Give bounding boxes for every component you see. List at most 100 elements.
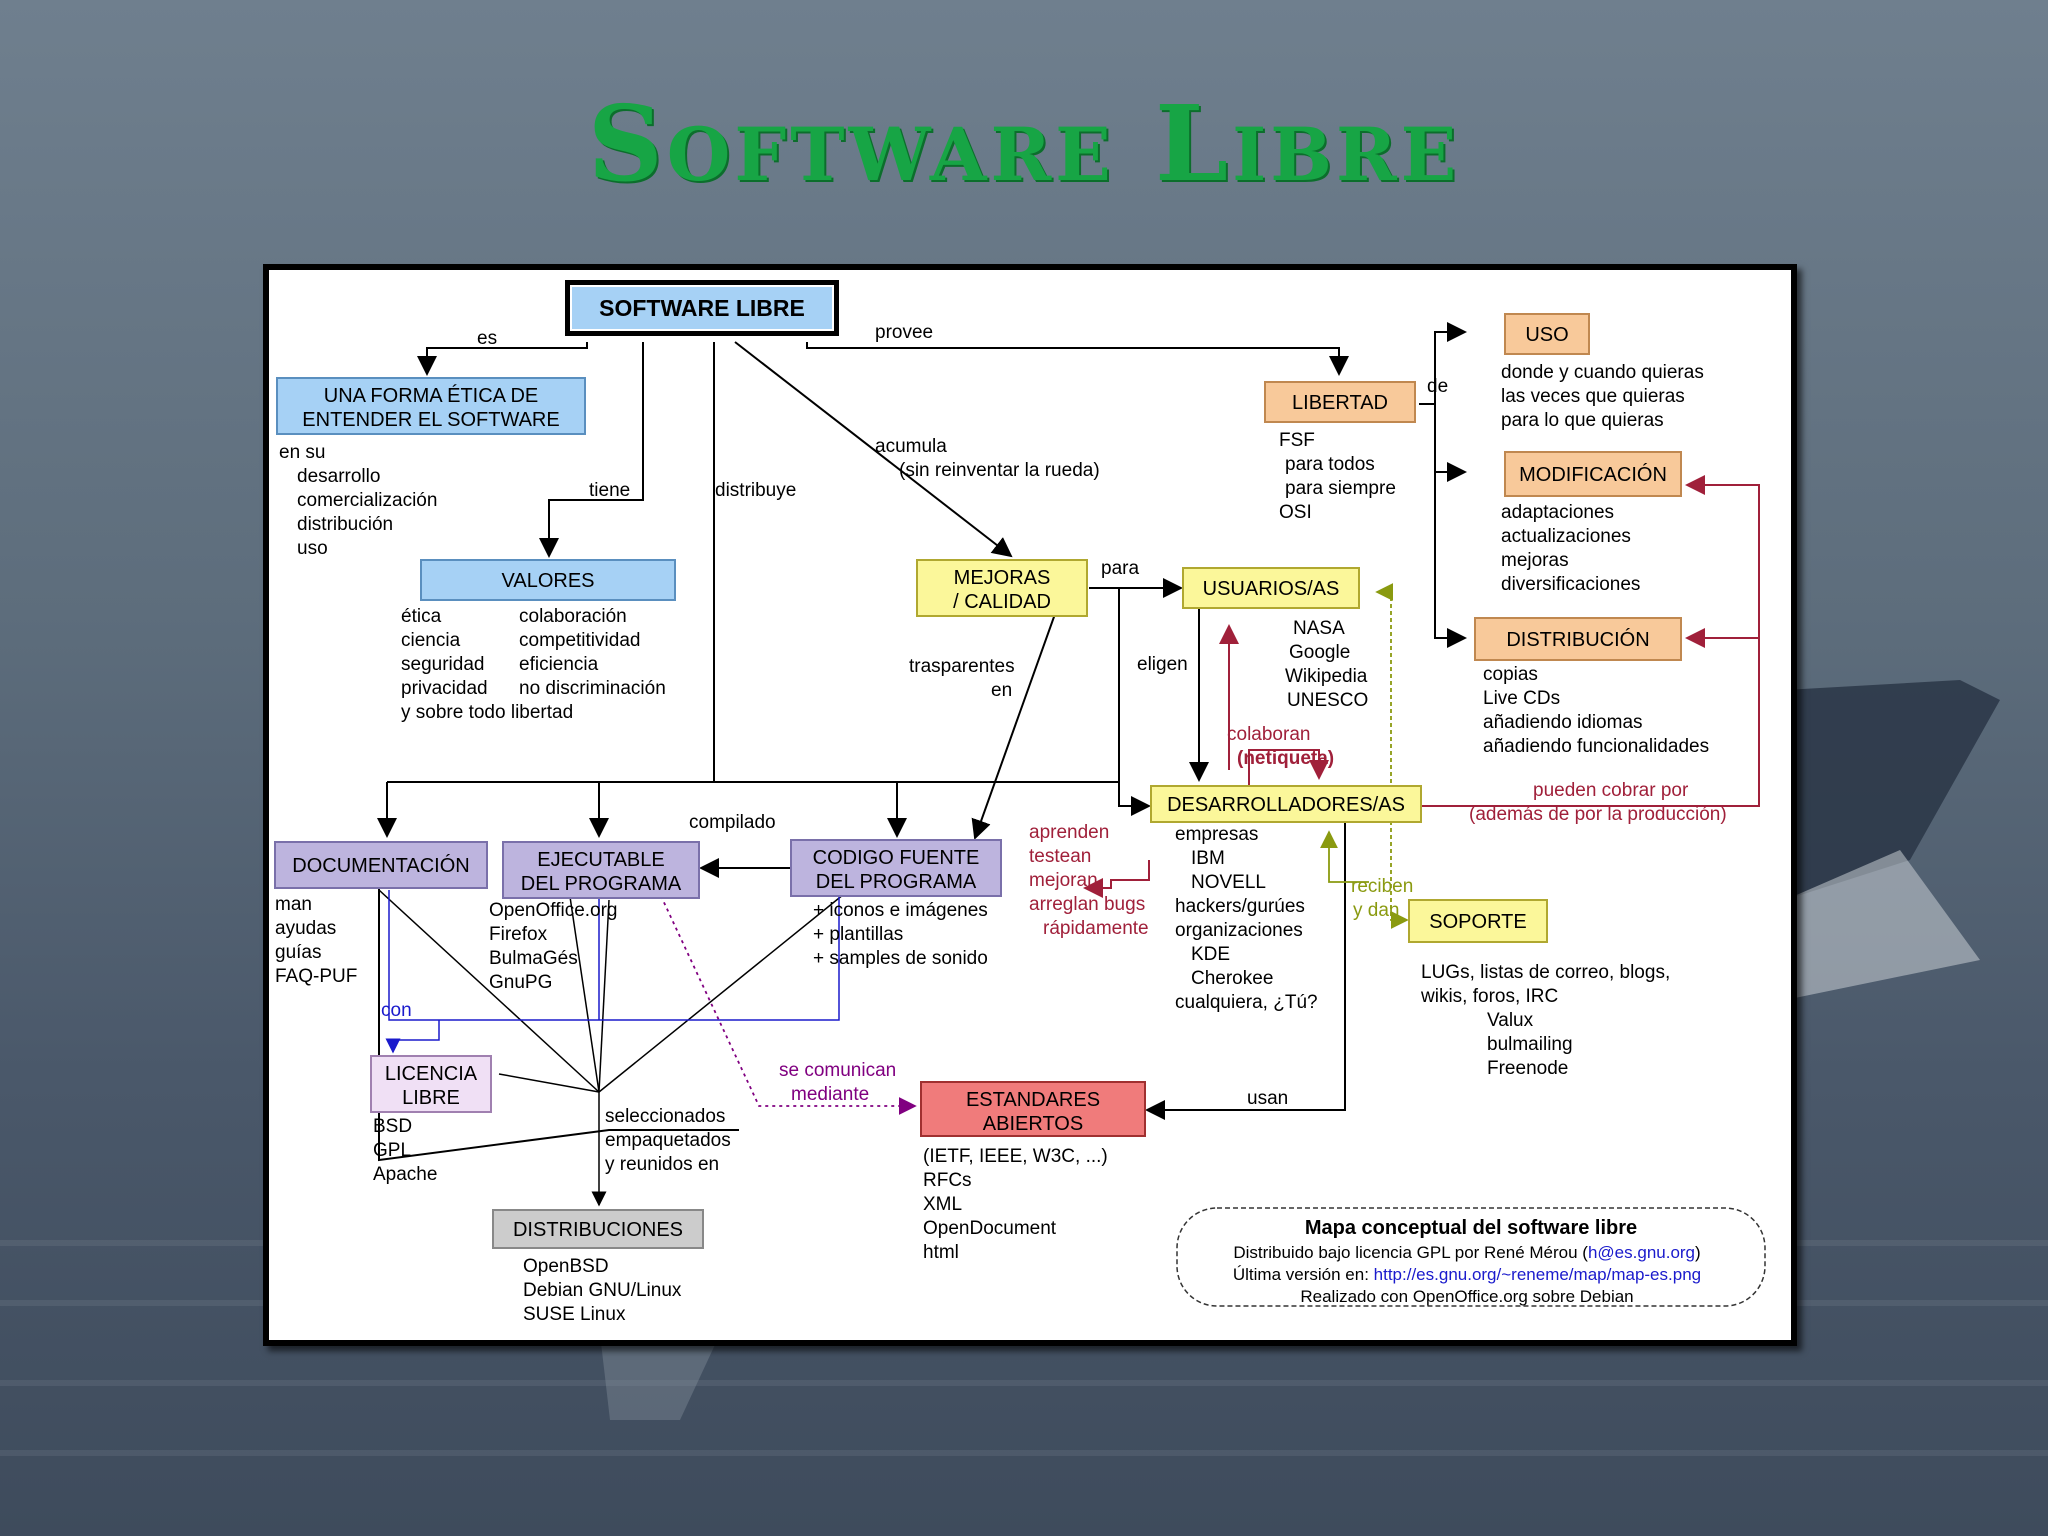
- box-estandares: ESTANDARES ABIERTOS: [920, 1081, 1146, 1137]
- note-ejecutable-3: GnuPG: [489, 972, 552, 993]
- credits-line2: Última versión en: http://es.gnu.org/~re…: [1233, 1265, 1701, 1284]
- box-licencia-line1: LICENCIA: [385, 1063, 478, 1085]
- red-connectors: [1083, 475, 1760, 898]
- note-desarrolladores-2: NOVELL: [1191, 872, 1266, 893]
- box-soporte: SOPORTE: [1408, 899, 1548, 943]
- note-documentacion-2: guías: [275, 942, 321, 963]
- box-estandares-line2: ABIERTOS: [983, 1113, 1083, 1135]
- box-forma-etica-line1: UNA FORMA ÉTICA DE: [324, 384, 538, 407]
- note-estandares-2: XML: [923, 1194, 962, 1215]
- box-distribuciones-label: DISTRIBUCIONES: [513, 1219, 683, 1241]
- label-comunican-1: se comunican: [779, 1060, 896, 1081]
- note-documentacion-3: FAQ-PUF: [275, 966, 357, 987]
- label-provee: provee: [875, 322, 933, 343]
- credits-email-link: h@es.gnu.org: [1588, 1243, 1695, 1262]
- note-distribucion-3: añadiendo funcionalidades: [1483, 736, 1709, 757]
- note-libertad-1: para todos: [1285, 454, 1375, 475]
- label-pueden-1: pueden cobrar por: [1533, 780, 1689, 801]
- note-usuarios-3: UNESCO: [1287, 690, 1368, 711]
- credits-url-link: http://es.gnu.org/~reneme/map/map-es.png: [1374, 1265, 1701, 1284]
- note-modificacion-2: mejoras: [1501, 550, 1569, 571]
- note-desarrolladores-3: hackers/gurúes: [1175, 896, 1305, 917]
- note-modificacion-3: diversificaciones: [1501, 574, 1640, 595]
- box-usuarios-label: USUARIOS/AS: [1203, 578, 1340, 600]
- notes: en su desarrollo comercialización distri…: [275, 362, 1709, 1325]
- label-comunican-2: mediante: [791, 1084, 869, 1105]
- note-ejecutable-0: OpenOffice.org: [489, 900, 618, 921]
- note-distribucion-2: añadiendo idiomas: [1483, 712, 1643, 733]
- credits-box: Mapa conceptual del software libre Distr…: [1176, 1207, 1766, 1307]
- slide-title: Software Libre: [587, 82, 1461, 205]
- note-ejecutable-2: BulmaGés: [489, 948, 578, 969]
- box-software-libre-label: SOFTWARE LIBRE: [599, 295, 805, 321]
- note-estandares-0: (IETF, IEEE, W3C, ...): [923, 1146, 1108, 1167]
- note-valores-l0: ética: [401, 606, 442, 627]
- box-mejoras: MEJORAS / CALIDAD: [916, 559, 1088, 617]
- note-soporte-1: wikis, foros, IRC: [1420, 986, 1558, 1007]
- box-ejecutable: EJECUTABLE DEL PROGRAMA: [502, 841, 700, 899]
- label-colaboran-1: colaboran: [1227, 724, 1310, 745]
- label-acumula-2: (sin reinventar la rueda): [899, 460, 1100, 481]
- label-reciben-2: y dan: [1353, 900, 1399, 921]
- box-ejecutable-line1: EJECUTABLE: [537, 849, 664, 871]
- note-usuarios-2: Wikipedia: [1285, 666, 1368, 687]
- box-libertad-label: LIBERTAD: [1292, 392, 1388, 414]
- note-modificacion-0: adaptaciones: [1501, 502, 1614, 523]
- note-documentacion-0: man: [275, 894, 312, 915]
- label-aprenden-3: arreglan bugs: [1029, 894, 1145, 915]
- label-seleccionados-0: seleccionados: [605, 1106, 725, 1127]
- box-valores: VALORES: [420, 559, 676, 601]
- box-distribucion: DISTRIBUCIÓN: [1474, 617, 1682, 661]
- note-en-su-0: en su: [279, 442, 325, 463]
- note-valores-r3: no discriminación: [519, 678, 666, 699]
- note-en-su-1: desarrollo: [297, 466, 380, 487]
- note-libertad-0: FSF: [1279, 430, 1315, 451]
- note-soporte-0: LUGs, listas de correo, blogs,: [1421, 962, 1670, 983]
- box-software-libre: SOFTWARE LIBRE: [565, 280, 839, 336]
- note-valores-l2: seguridad: [401, 654, 484, 675]
- note-valores-r1: competitividad: [519, 630, 640, 651]
- note-desarrolladores-7: cualquiera, ¿Tú?: [1175, 992, 1318, 1013]
- label-con: con: [381, 1000, 412, 1021]
- note-desarrolladores-1: IBM: [1191, 848, 1225, 869]
- box-uso-label: USO: [1525, 324, 1568, 346]
- credits-line2-pre: Última versión en:: [1233, 1265, 1374, 1284]
- label-es: es: [477, 328, 497, 349]
- hub-connectors: [378, 889, 850, 1207]
- note-usuarios-1: Google: [1289, 642, 1350, 663]
- background-wave: [0, 1380, 2048, 1386]
- note-desarrolladores-4: organizaciones: [1175, 920, 1303, 941]
- note-en-su-4: uso: [297, 538, 328, 559]
- label-seleccionados-1: empaquetados: [605, 1130, 731, 1151]
- note-licencia-2: Apache: [373, 1164, 437, 1185]
- box-desarrolladores: DESARROLLADORES/AS: [1150, 785, 1422, 823]
- box-licencia: LICENCIA LIBRE: [370, 1055, 492, 1113]
- note-desarrolladores-0: empresas: [1175, 824, 1258, 845]
- note-valores-l1: ciencia: [401, 630, 461, 651]
- note-distribuciones-2: SUSE Linux: [523, 1304, 626, 1325]
- label-aprenden-1: testean: [1029, 846, 1091, 867]
- note-valores-r0: colaboración: [519, 606, 627, 627]
- note-licencia-1: GPL: [373, 1140, 411, 1161]
- note-uso-0: donde y cuando quieras: [1501, 362, 1704, 383]
- box-libertad: LIBERTAD: [1264, 381, 1416, 423]
- label-aprenden-4: rápidamente: [1043, 918, 1149, 939]
- note-ejecutable-1: Firefox: [489, 924, 548, 945]
- note-soporte-3: bulmailing: [1487, 1034, 1573, 1055]
- label-seleccionados-2: y reunidos en: [605, 1154, 719, 1175]
- note-documentacion-1: ayudas: [275, 918, 336, 939]
- label-tiene: tiene: [589, 480, 630, 501]
- note-distribuciones-0: OpenBSD: [523, 1256, 609, 1277]
- note-estandares-1: RFCs: [923, 1170, 972, 1191]
- box-licencia-line2: LIBRE: [402, 1087, 460, 1109]
- note-desarrolladores-5: KDE: [1191, 944, 1230, 965]
- note-estandares-4: html: [923, 1242, 959, 1263]
- box-modificacion-label: MODIFICACIÓN: [1519, 463, 1667, 486]
- credits-title: Mapa conceptual del software libre: [1305, 1217, 1637, 1239]
- label-eligen: eligen: [1137, 654, 1188, 675]
- note-distribuciones-1: Debian GNU/Linux: [523, 1280, 682, 1301]
- label-pueden-2: (además de por la producción): [1469, 804, 1727, 825]
- note-en-su-2: comercialización: [297, 490, 437, 511]
- note-en-su-3: distribución: [297, 514, 393, 535]
- label-distribuye: distribuye: [715, 480, 796, 501]
